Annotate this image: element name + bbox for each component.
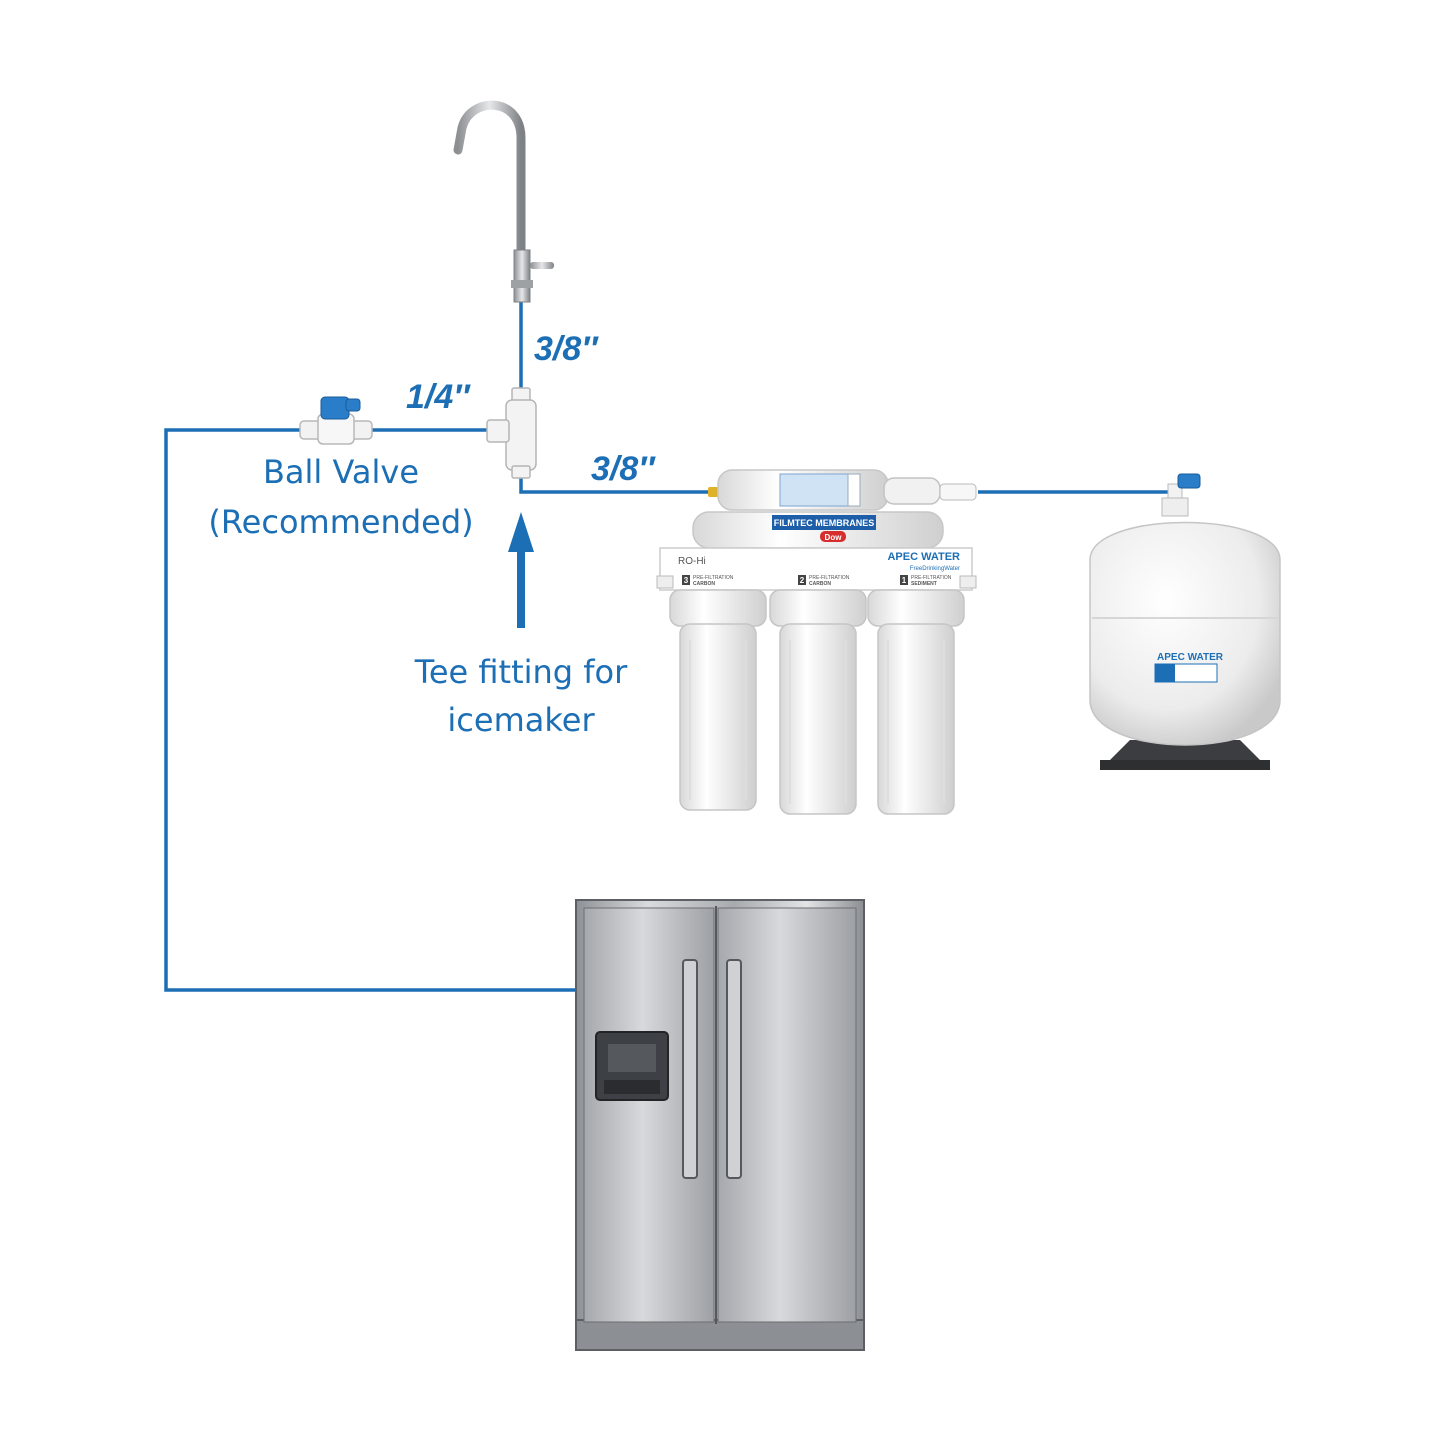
filter-line-size-label: 3/8″ [591, 450, 655, 488]
filter-housing-2 [769, 589, 867, 815]
ball-valve-note: (Recommended) [208, 503, 474, 541]
membrane-label: FILMTEC MEMBRANES [774, 518, 875, 528]
svg-text:CARBON: CARBON [693, 581, 715, 587]
tee-fitting-icon [486, 387, 537, 479]
tubing [164, 300, 1172, 992]
svg-text:PRE-FILTRATION: PRE-FILTRATION [911, 575, 952, 581]
brand-label: APEC WATER [887, 551, 960, 563]
fridge-supply-line [164, 428, 576, 992]
valve-line-size-label: 1/4″ [406, 378, 470, 416]
arrow-up-icon [508, 512, 534, 628]
filter-housing-1 [867, 589, 965, 815]
svg-text:PRE-FILTRATION: PRE-FILTRATION [693, 575, 734, 581]
tee-fitting-label: Tee fitting for icemaker [396, 652, 646, 740]
stage-3-label: 3 PRE-FILTRATION CARBON [682, 575, 734, 587]
tee-fitting-line1: Tee fitting for [414, 653, 628, 691]
ball-valve-label: Ball Valve (Recommended) [205, 452, 477, 542]
model-label: RO-Hi [678, 556, 706, 567]
refrigerator-icon [575, 899, 865, 1351]
svg-text:CARBON: CARBON [809, 581, 831, 587]
svg-text:2: 2 [800, 576, 805, 585]
stage-1-label: 1 PRE-FILTRATION SEDIMENT [900, 575, 952, 587]
svg-text:PRE-FILTRATION: PRE-FILTRATION [809, 575, 850, 581]
svg-text:SEDIMENT: SEDIMENT [911, 581, 937, 587]
brand-sub-label: FreeDrinkingWater [910, 566, 960, 572]
dow-logo: Dow [825, 533, 843, 542]
faucet-line-size-label: 3/8″ [534, 330, 598, 368]
ball-valve-icon [299, 396, 373, 445]
svg-text:3: 3 [684, 576, 689, 585]
ro-filter-system-icon: FILMTEC MEMBRANES Dow RO-Hi APEC WATER F… [656, 469, 977, 815]
faucet-icon [453, 100, 554, 303]
storage-tank-icon: APEC WATER [1089, 473, 1281, 770]
tee-fitting-line2: icemaker [447, 701, 595, 739]
tank-brand-label: APEC WATER [1157, 652, 1224, 663]
svg-text:1: 1 [902, 576, 907, 585]
ball-valve-title: Ball Valve [262, 453, 420, 491]
stage-2-label: 2 PRE-FILTRATION CARBON [798, 575, 850, 587]
filter-housing-3 [669, 589, 767, 811]
